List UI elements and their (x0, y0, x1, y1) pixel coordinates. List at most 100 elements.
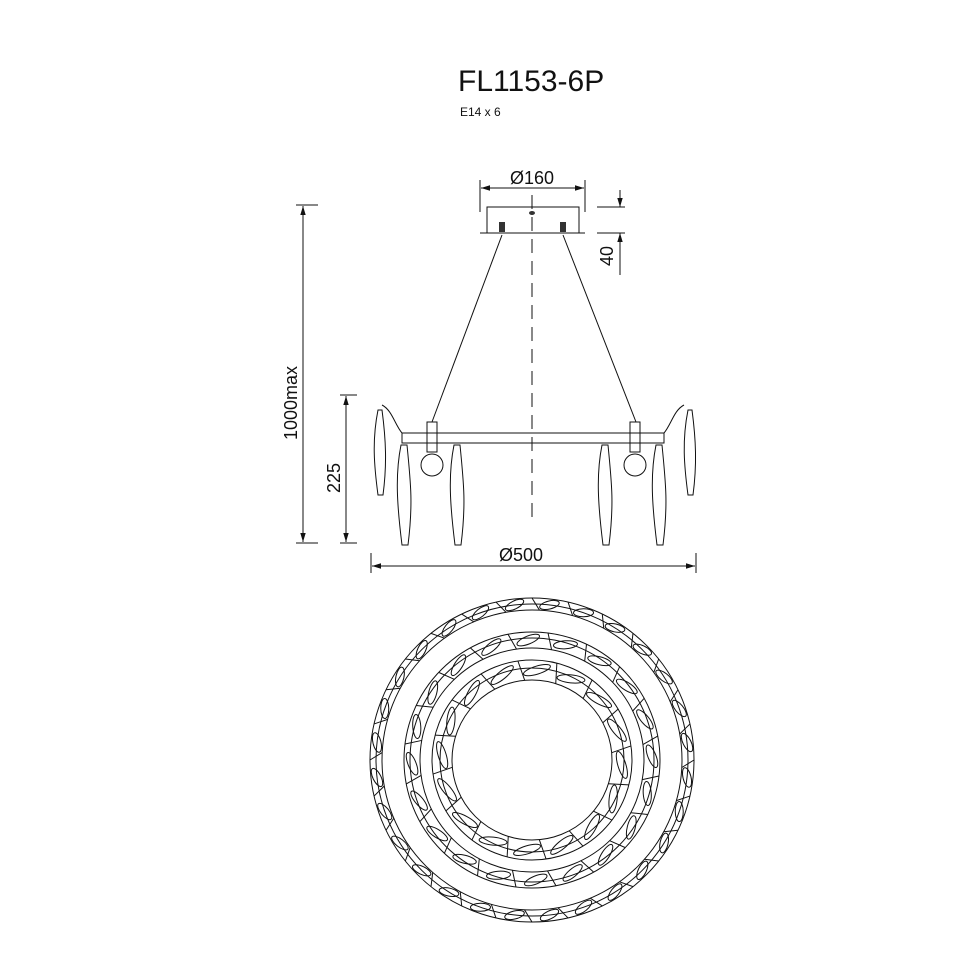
crystal-clip (676, 795, 691, 802)
crystal-clip (445, 796, 462, 812)
crystal-top (625, 815, 637, 840)
crystal-top (391, 835, 409, 851)
side-view (373, 195, 697, 546)
crystal-clip (611, 745, 632, 754)
crystal-top (405, 752, 419, 776)
crystal-top (437, 778, 457, 802)
crystal-top (377, 802, 393, 821)
crystal-clip (612, 666, 621, 683)
bulb (420, 453, 444, 477)
crystal-top (615, 750, 628, 779)
crystal-top (539, 599, 560, 611)
crystal-clip (557, 907, 569, 919)
crystal-top (659, 832, 670, 854)
crystal-clip (373, 785, 385, 797)
crystal-top (471, 605, 490, 621)
suspension-wire (562, 234, 637, 423)
crystal-top (451, 812, 478, 829)
crystal-clip (435, 734, 456, 737)
crystal-top (642, 781, 652, 806)
crystal-clip (602, 708, 619, 724)
dimension-225: 225 (324, 394, 357, 544)
crystal-top (371, 732, 383, 753)
ring-outline (439, 667, 625, 853)
crystal-top (411, 864, 432, 877)
crystal-clip (385, 817, 395, 831)
crystal-top (380, 697, 390, 719)
crystal-clip (630, 812, 648, 815)
crystal-top (412, 714, 422, 739)
crystal-clip (507, 634, 517, 650)
crystal-clip (517, 660, 526, 681)
crystal-clip (584, 644, 587, 662)
crystal-top (513, 843, 542, 856)
crystal-top (632, 643, 653, 656)
crystal-clip (681, 759, 695, 768)
bulb (623, 453, 647, 477)
ring-outline (403, 631, 661, 889)
crystal-top (597, 843, 614, 866)
crystal-clip (480, 673, 496, 690)
crystal-top (522, 664, 551, 677)
crystal-top (671, 699, 687, 718)
crystal-clip (538, 839, 547, 860)
dimension-160: Ø160 (479, 168, 586, 212)
crystal-clip (589, 897, 603, 907)
crystal-top (415, 639, 428, 660)
crystal-clip (416, 705, 434, 708)
crystal-top (607, 883, 623, 901)
crystal-top (550, 835, 574, 855)
lamp-holder (426, 421, 438, 453)
svg-text:1000max: 1000max (281, 366, 301, 440)
ring-outline (381, 609, 683, 911)
crystal-top (394, 666, 405, 688)
ring-outline (409, 637, 655, 883)
crystal-top (573, 608, 595, 618)
ring-outline (419, 647, 645, 873)
lamp-holder (629, 421, 641, 453)
crystal-clip (506, 836, 509, 857)
crystal-clip (404, 739, 422, 745)
crystal-clip (601, 613, 605, 629)
crystal-drop (373, 409, 387, 496)
crystal-top (441, 619, 457, 637)
crystal-clip (642, 775, 660, 781)
svg-text:Ø500: Ø500 (499, 545, 543, 565)
crystal-clip (430, 632, 445, 639)
crystal-top (574, 899, 593, 915)
crystal-top (410, 790, 428, 811)
crystal-top (504, 909, 525, 921)
crystal-top (636, 860, 649, 881)
crystal-clip (632, 698, 645, 712)
crystal-top (427, 680, 439, 705)
crystal-top (436, 741, 449, 770)
crystal-top (674, 801, 684, 823)
crystal-clip (432, 766, 453, 775)
ring-outline (431, 659, 633, 861)
crystal-clip (679, 723, 691, 735)
crystal-top (615, 678, 638, 695)
crystal-top (504, 598, 525, 612)
dimension-1000max: 1000max (281, 204, 318, 544)
lamp-spec: E14 x 6 (460, 105, 501, 119)
crystal-clip (471, 821, 482, 841)
suspension-wire (431, 234, 503, 423)
ring-frame (401, 432, 665, 444)
crystal-clip (511, 870, 517, 888)
crystal-clip (663, 829, 679, 833)
crystal-top (486, 870, 511, 880)
crystal-clip (470, 647, 484, 660)
crystal-top (481, 638, 502, 656)
crystal-clip (593, 810, 613, 821)
crystal-top (562, 864, 583, 882)
crystal-top (584, 814, 601, 841)
crystal-top (469, 902, 491, 912)
crystal-top (478, 836, 508, 846)
crystal-top (438, 887, 460, 898)
crystal-clip (477, 858, 480, 876)
ring-outline (375, 603, 689, 917)
crystal-clip (630, 633, 634, 648)
crystal-clip (524, 909, 533, 923)
crystal-top (655, 669, 673, 685)
